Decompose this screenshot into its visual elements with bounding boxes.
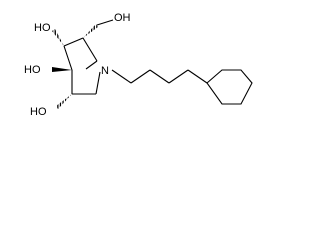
hydroxyl-left-label: HO bbox=[24, 64, 41, 76]
stereo-bonds bbox=[52, 24, 98, 109]
hydroxymethyl-oh-label: OH bbox=[114, 12, 131, 24]
wedge-bond-left-oh bbox=[52, 67, 72, 72]
nitrogen-label: N bbox=[101, 65, 109, 77]
piperidine-ring bbox=[63, 37, 101, 95]
hashed-bond-top-oh bbox=[52, 29, 64, 46]
side-chains bbox=[96, 19, 208, 84]
cyclohexane-ring bbox=[206, 69, 253, 105]
hydroxyl-bottom-label: HO bbox=[30, 106, 47, 118]
hashed-bond-bottom-oh bbox=[56, 94, 72, 109]
chemical-structure: HO HO HO OH N bbox=[24, 12, 253, 118]
hashed-bond-ch2 bbox=[83, 24, 98, 38]
hydroxyl-top-label: HO bbox=[34, 22, 51, 34]
